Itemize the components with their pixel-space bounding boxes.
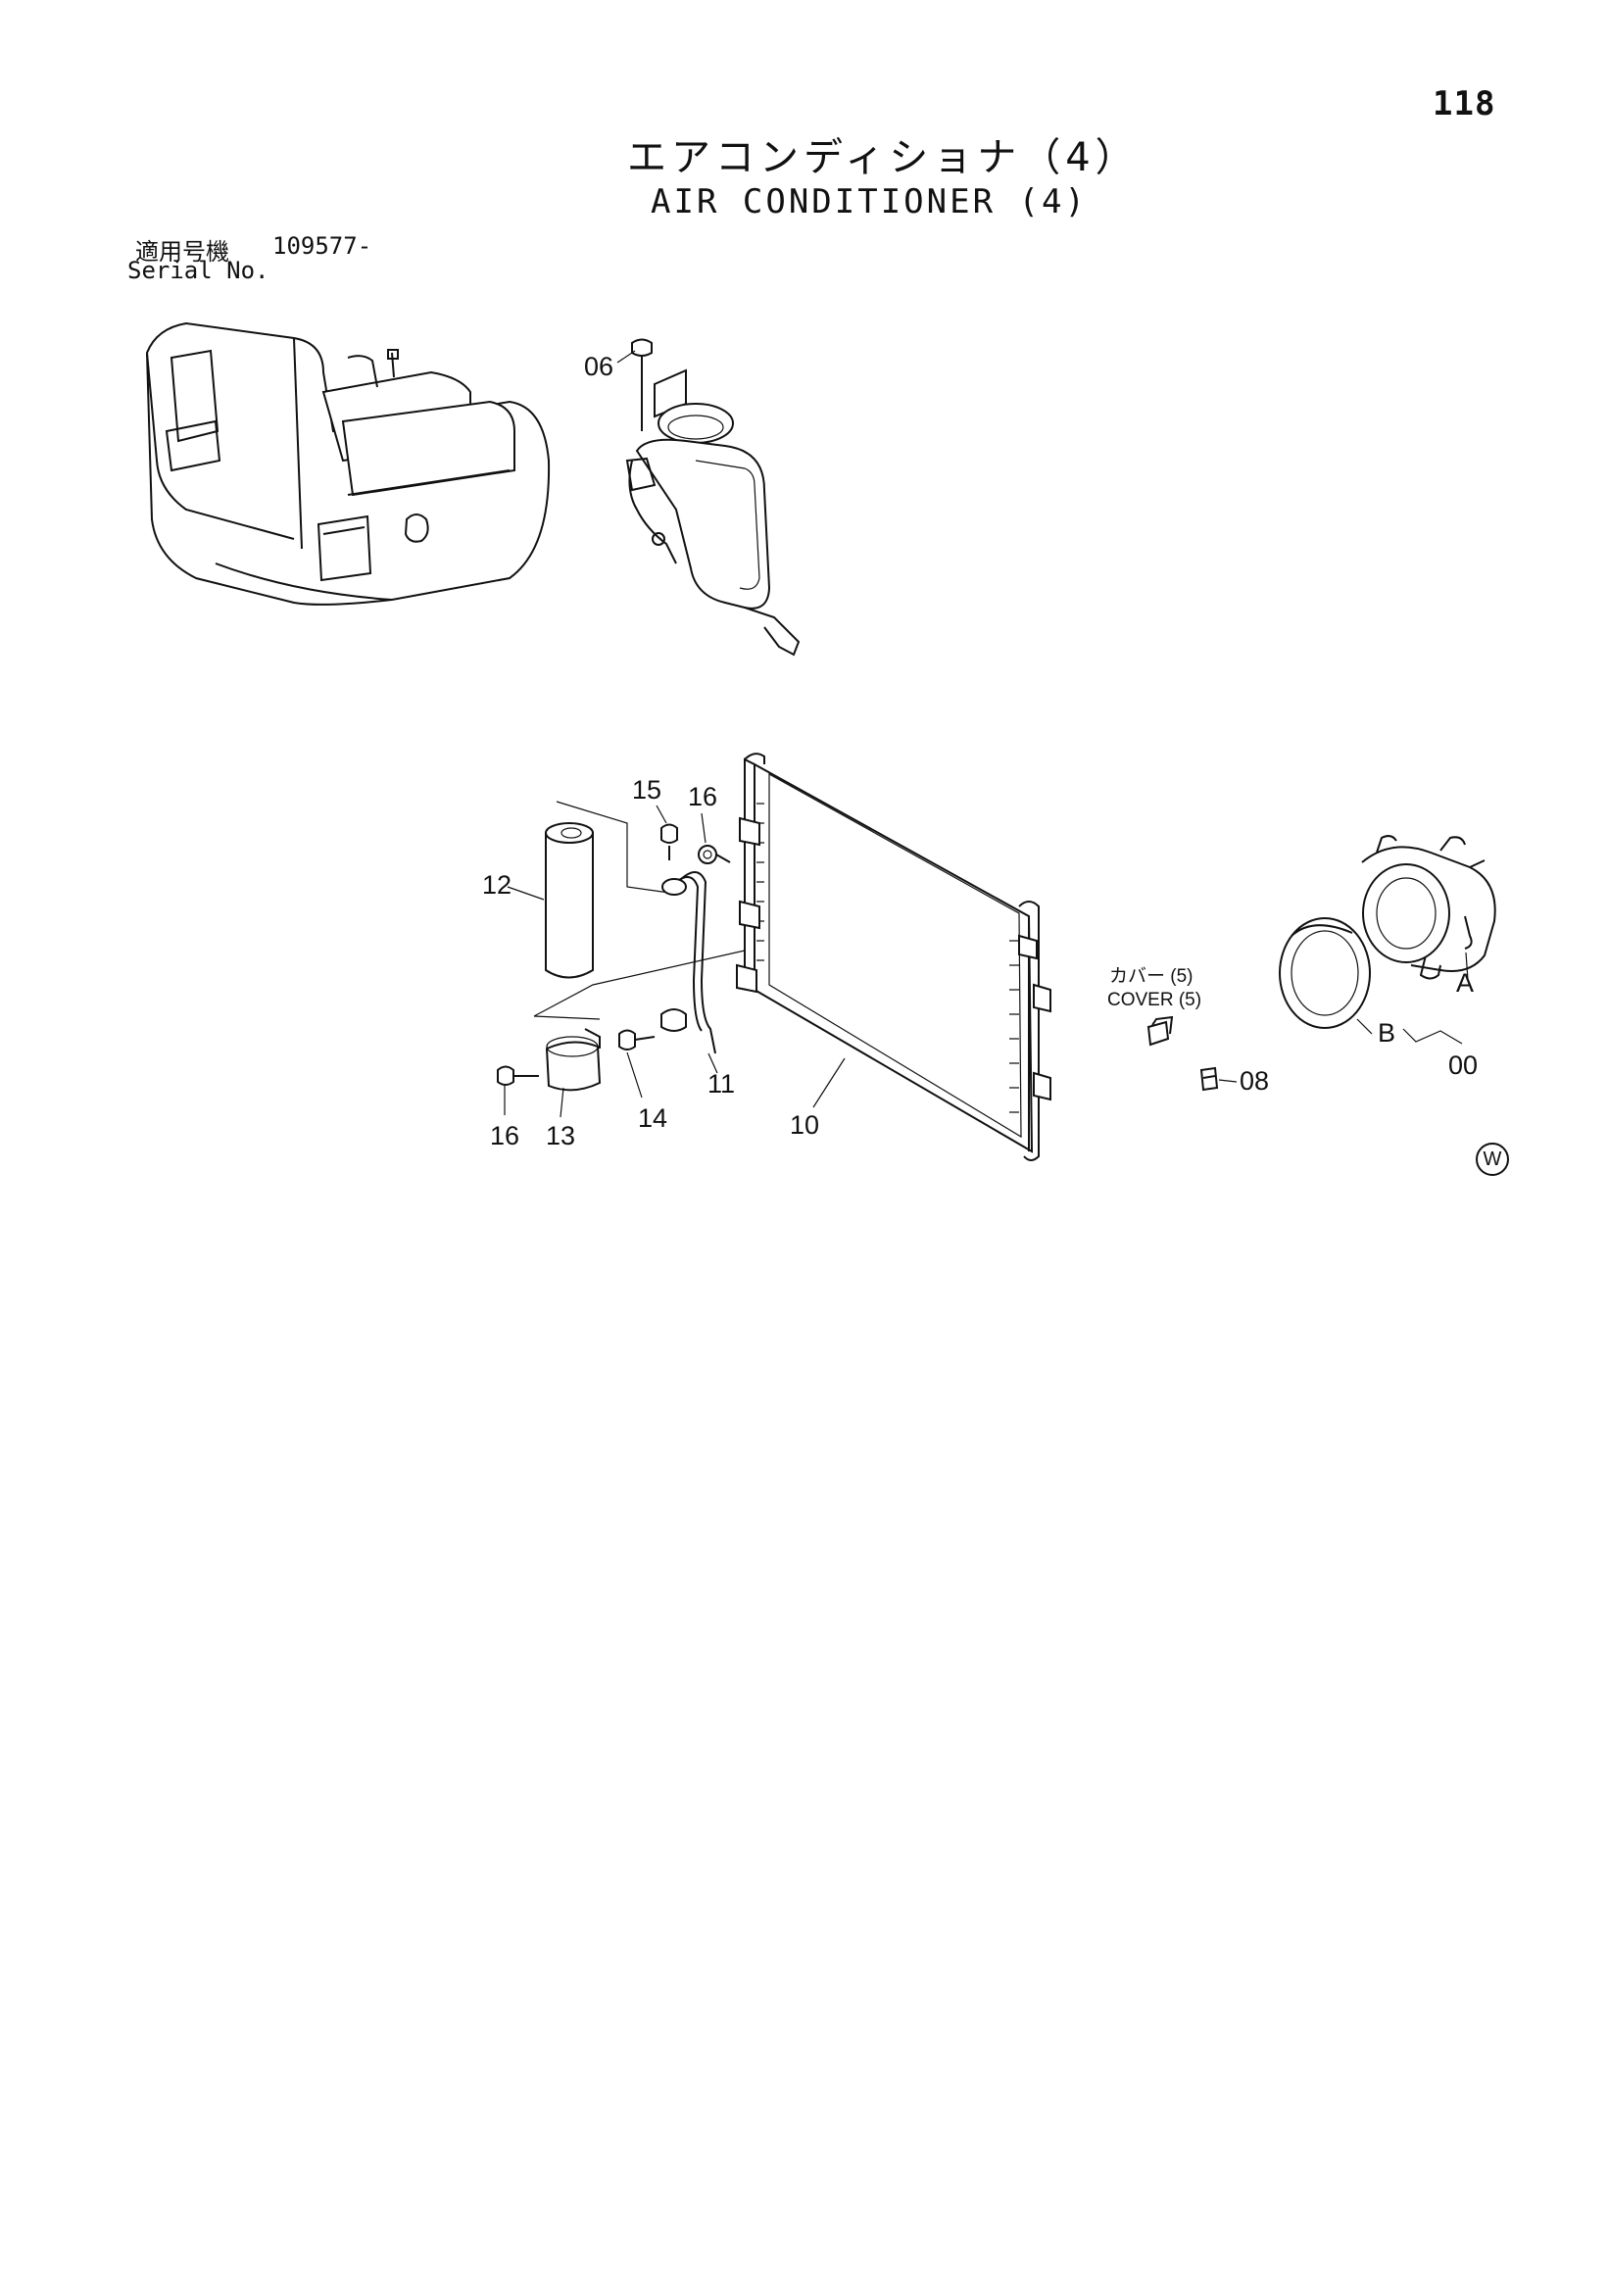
- leader-15: [656, 805, 667, 824]
- pipe-11-illustration: [660, 871, 716, 1054]
- leader-11: [707, 1052, 718, 1074]
- bolt-16-lower-illustration: [497, 1065, 539, 1086]
- leader-16a: [701, 812, 707, 844]
- excavator-illustration: [145, 321, 551, 606]
- leader-B: [1356, 1018, 1373, 1035]
- clip-08-illustration: [1199, 1066, 1219, 1092]
- callout-b: B: [1378, 1018, 1395, 1048]
- title-english: AIR CONDITIONER (4): [651, 182, 1088, 221]
- callout-06: 06: [584, 352, 613, 381]
- leader-12: [507, 886, 545, 901]
- cover-label-japanese: カバー (5): [1109, 966, 1194, 987]
- callout-13: 13: [546, 1121, 575, 1150]
- callout-16-lower: 16: [490, 1121, 519, 1150]
- band-clamp-illustration: [545, 1028, 602, 1092]
- cover-label-english: COVER (5): [1107, 990, 1201, 1010]
- callout-15: 15: [632, 775, 661, 805]
- page-number: 118: [1433, 84, 1496, 123]
- title-japanese: エアコンディショナ（4）: [627, 135, 1140, 180]
- leader-14: [626, 1051, 643, 1099]
- leader-10: [812, 1057, 846, 1108]
- bolt-14-illustration: [618, 1029, 656, 1050]
- cover-part-illustration: [1146, 1015, 1174, 1047]
- nut-16-upper-illustration: [698, 845, 731, 864]
- callout-a: A: [1456, 968, 1474, 998]
- leader-13: [560, 1087, 564, 1118]
- callout-08: 08: [1240, 1066, 1269, 1096]
- serial-label-english: Serial No.: [127, 257, 269, 284]
- evaporator-unit-illustration: [625, 338, 801, 657]
- pipe-line-upper: [556, 801, 677, 895]
- callout-16-upper: 16: [688, 782, 717, 811]
- receiver-drier-illustration: [545, 822, 594, 979]
- leader-A: [1465, 952, 1469, 981]
- leader-06: [616, 350, 636, 364]
- leader-08: [1218, 1079, 1238, 1083]
- callout-10: 10: [790, 1110, 819, 1140]
- serial-label-japanese: 適用号機: [135, 238, 229, 266]
- compressor-illustration: [1279, 835, 1496, 1029]
- leader-00: [1402, 1028, 1463, 1045]
- watermark-symbol: W: [1476, 1143, 1509, 1176]
- condenser-illustration: [736, 753, 1051, 1161]
- callout-00: 00: [1448, 1050, 1478, 1080]
- callout-14: 14: [638, 1103, 667, 1133]
- serial-value: 109577-: [272, 232, 372, 260]
- bolt-15-illustration: [660, 823, 678, 860]
- callout-11: 11: [707, 1069, 735, 1099]
- callout-12: 12: [482, 870, 512, 900]
